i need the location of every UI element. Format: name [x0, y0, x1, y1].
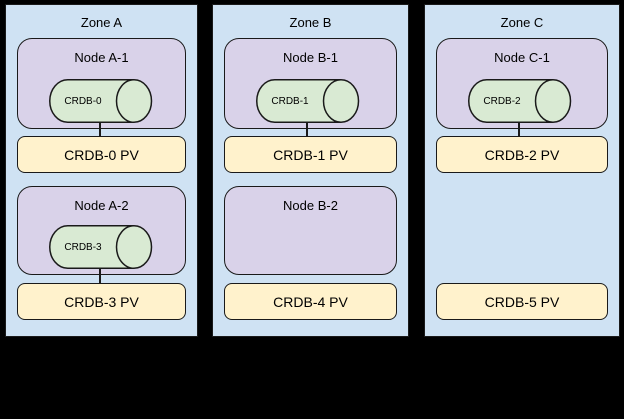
connector-line — [306, 122, 308, 137]
node-a2: Node A-2 CRDB-3 — [17, 186, 186, 275]
crdb-2-pod-label: CRDB-2 — [483, 95, 521, 107]
cylinder-shape-icon — [468, 79, 572, 123]
crdb-4-pv-label: CRDB-4 PV — [273, 293, 348, 310]
node-b2: Node B-2 — [224, 186, 397, 275]
cylinder-shape-icon — [256, 79, 360, 123]
node-a1-title: Node A-1 — [74, 50, 129, 65]
crdb-5-pv-box: CRDB-5 PV — [436, 283, 608, 320]
connector-line — [99, 122, 101, 137]
crdb-0-pod-cylinder: CRDB-0 — [49, 79, 153, 123]
connector-line — [99, 268, 101, 284]
zone-c: Zone C Node C-1 CRDB-2 CRDB-2 PV CRDB-5 … — [424, 4, 620, 337]
crdb-0-pv-box: CRDB-0 PV — [17, 136, 186, 173]
crdb-0-pod-label: CRDB-0 — [64, 95, 102, 107]
crdb-1-pod-cylinder: CRDB-1 — [256, 79, 360, 123]
zone-a-title: Zone A — [80, 15, 123, 30]
crdb-0-pv-label: CRDB-0 PV — [64, 146, 139, 163]
zone-b: Zone B Node B-1 CRDB-1 CRDB-1 PV Node B-… — [212, 4, 409, 337]
connector-line — [518, 122, 520, 137]
node-b2-title: Node B-2 — [283, 198, 338, 213]
node-c1: Node C-1 CRDB-2 — [436, 38, 608, 129]
crdb-3-pv-box: CRDB-3 PV — [17, 283, 186, 320]
crdb-3-pod-cylinder: CRDB-3 — [49, 225, 153, 269]
cylinder-shape-icon — [49, 225, 153, 269]
zone-c-title: Zone C — [500, 15, 544, 30]
crdb-3-pv-label: CRDB-3 PV — [64, 293, 139, 310]
crdb-5-pv-label: CRDB-5 PV — [484, 293, 560, 310]
zone-a: Zone A Node A-1 CRDB-0 CRDB-0 PV Node A-… — [5, 4, 198, 337]
crdb-1-pv-label: CRDB-1 PV — [273, 146, 348, 163]
node-a2-title: Node A-2 — [74, 198, 129, 213]
node-a1: Node A-1 CRDB-0 — [17, 38, 186, 129]
crdb-4-pv-box: CRDB-4 PV — [224, 283, 397, 320]
crdb-2-pod-cylinder: CRDB-2 — [468, 79, 572, 123]
crdb-1-pv-box: CRDB-1 PV — [224, 136, 397, 173]
crdb-3-pod-label: CRDB-3 — [64, 241, 102, 253]
crdb-2-pv-label: CRDB-2 PV — [484, 146, 560, 163]
crdb-1-pod-label: CRDB-1 — [271, 95, 309, 107]
node-b1: Node B-1 CRDB-1 — [224, 38, 397, 129]
crdb-2-pv-box: CRDB-2 PV — [436, 136, 608, 173]
node-b1-title: Node B-1 — [283, 50, 338, 65]
node-c1-title: Node C-1 — [494, 50, 550, 65]
cylinder-shape-icon — [49, 79, 153, 123]
zone-b-title: Zone B — [289, 15, 332, 30]
